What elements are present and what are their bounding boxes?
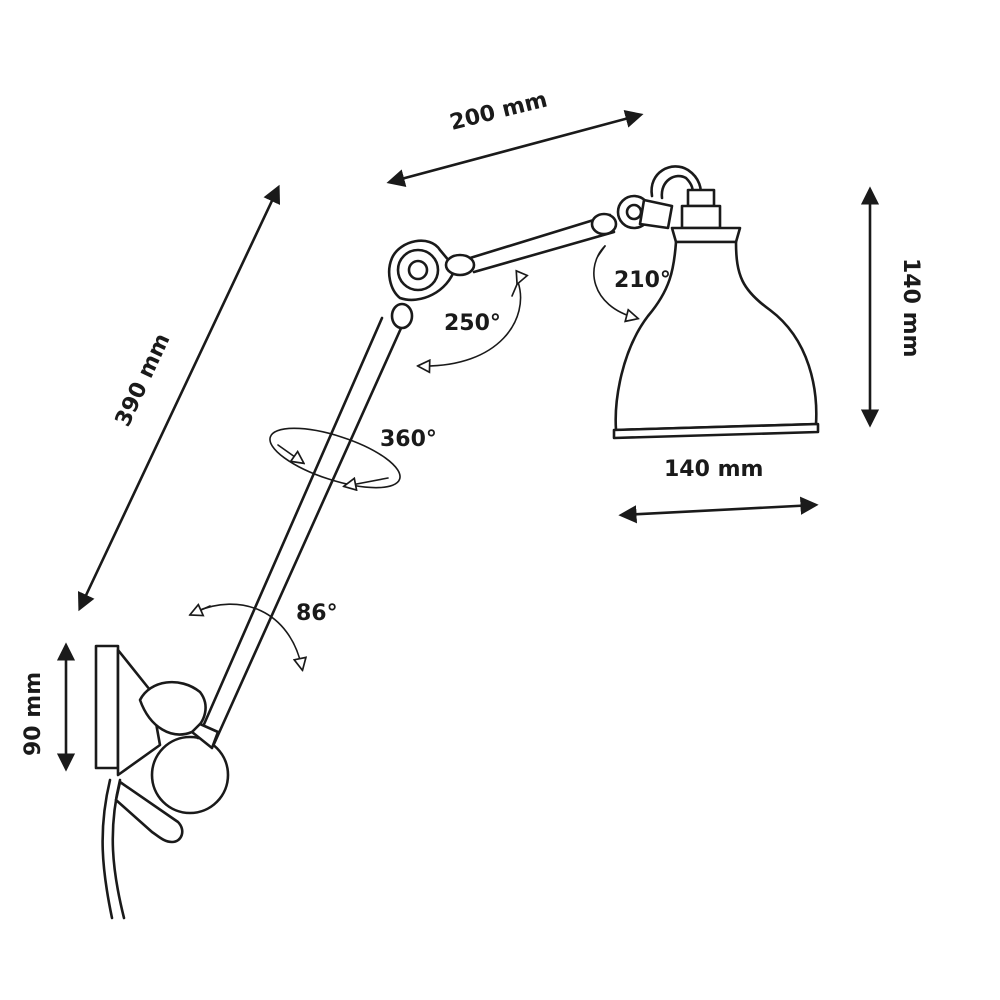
dim-arrow-390 [77, 184, 281, 612]
label-86deg: 86° [296, 601, 338, 626]
label-360deg: 360° [380, 427, 437, 452]
label-90mm: 90 mm [21, 672, 46, 756]
base-knuckle [138, 680, 207, 736]
lamp-shade [612, 188, 820, 440]
dimension-arrows [56, 109, 880, 772]
label-390mm: 390 mm [111, 330, 176, 431]
upper-arm [468, 213, 616, 274]
dim-arrow-140-width [618, 496, 819, 524]
label-250deg: 250° [444, 311, 501, 336]
dim-arrow-200 [386, 109, 644, 188]
label-200mm: 200 mm [447, 88, 550, 136]
label-210deg: 210° [614, 268, 671, 293]
rotation-labels: 210° 250° 360° 86° [296, 268, 671, 626]
rotation-arrow-86 [194, 603, 302, 668]
power-cord [101, 778, 114, 920]
rotation-arrow-360 [269, 427, 401, 489]
wall-plate [94, 644, 120, 770]
lamp-illustration [94, 165, 820, 920]
elbow-joint [387, 239, 476, 330]
base-lever [114, 780, 184, 844]
base-bracket [116, 648, 162, 777]
shade-joint [590, 165, 702, 236]
rotation-arrows [192, 245, 636, 668]
lower-arm [190, 316, 404, 750]
rotation-arrow-250 [420, 281, 522, 366]
base-ball-joint [150, 735, 230, 815]
label-140mm-width: 140 mm [664, 457, 763, 482]
label-140mm-height: 140 mm [898, 258, 923, 357]
